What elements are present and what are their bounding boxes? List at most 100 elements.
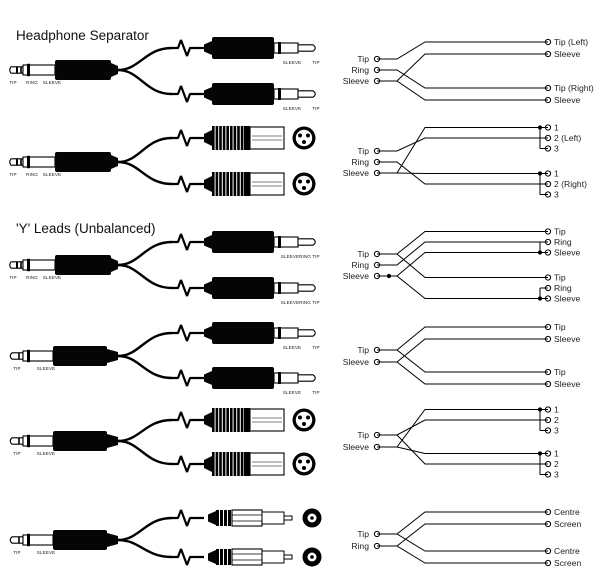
boot-rib (219, 452, 222, 476)
output-pin-label: 3 (554, 426, 559, 436)
jack-sleeve (273, 327, 299, 339)
boot-collar (244, 126, 250, 150)
cable-break (172, 85, 204, 103)
boot-rib (233, 126, 237, 150)
boot-rib (226, 126, 229, 150)
cable-break (172, 411, 204, 429)
output-pin-tag: TIP (312, 106, 319, 111)
wire (377, 338, 520, 363)
output-pin-label: Sleeve (554, 95, 580, 105)
rca-grip (216, 549, 219, 565)
output-pin-label: 1 (554, 123, 559, 133)
jack-body (212, 37, 274, 59)
xlr-pin (298, 459, 302, 464)
rca-grip (228, 549, 231, 565)
boot-rib (222, 408, 226, 432)
source-pin-label: Sleeve (343, 76, 369, 86)
cable-branch-upper (117, 331, 173, 358)
rca-grip (220, 510, 223, 526)
xlr-shell (249, 452, 285, 476)
boot-rib (230, 172, 233, 196)
cable-branch-upper (117, 516, 173, 542)
strain-relief (208, 550, 216, 564)
boot-rib (215, 126, 219, 150)
rca-grip (224, 549, 227, 565)
boot-rib (215, 408, 219, 432)
source-pin-tag: TIP (13, 366, 20, 371)
cable-branch-lower (117, 538, 173, 559)
boot-rib (230, 452, 233, 476)
boot-rib (212, 126, 215, 150)
output-pin-label: Tip (554, 367, 566, 377)
output-pin-tag: TIP (312, 300, 319, 305)
output-pin-label: Screen (554, 519, 581, 529)
output-pin-label: Centre (554, 507, 580, 517)
strain-relief (204, 87, 212, 101)
output-pin-tag: RING (299, 254, 311, 259)
rca-shield (261, 550, 285, 564)
cable-break (172, 324, 204, 342)
output-pin-label: 3 (554, 144, 559, 154)
source-pin-tag: RING (26, 172, 38, 177)
output-pin-tag: SLEEVE (281, 300, 299, 305)
wire (377, 80, 520, 101)
jack-body (212, 367, 274, 389)
strain-relief (111, 155, 118, 169)
output-pin-label: Screen (554, 558, 581, 568)
cable-branch-lower (117, 263, 173, 290)
xlr-pin (298, 179, 302, 184)
output-pin-tag: SLEEVE (283, 106, 301, 111)
cable-branch-lower (117, 439, 173, 466)
cable-break (172, 129, 204, 147)
collar (27, 533, 30, 547)
source-pin-label: Tip (357, 54, 369, 64)
collar (278, 282, 281, 294)
collar (27, 258, 30, 272)
source-pin-tag: SLEEVE (37, 366, 55, 371)
jack-body (53, 346, 107, 366)
output-pin-tag: SLEEVE (283, 390, 301, 395)
source-pin-tag: SLEEVE (43, 80, 61, 85)
source-pin-label: Tip (357, 146, 369, 156)
cable-break (172, 509, 204, 527)
output-pin-label: 2 (554, 415, 559, 425)
wire (377, 161, 520, 185)
rca-grip (228, 510, 231, 526)
source-pin-label: Ring (351, 157, 369, 167)
output-pin-label: Sleeve (554, 379, 580, 389)
xlr-pin (298, 415, 302, 420)
boot-rib (215, 172, 219, 196)
boot-rib (233, 172, 237, 196)
output-pin-label: Sleeve (554, 248, 580, 258)
strain-relief (204, 326, 212, 340)
wire (377, 172, 520, 174)
jack-sleeve (273, 372, 299, 384)
rca-body (231, 509, 263, 527)
xlr-pin (302, 422, 306, 426)
source-pin-label: Ring (351, 65, 369, 75)
rca-grip (216, 510, 219, 526)
boot-rib (240, 172, 244, 196)
cable-break (172, 233, 204, 251)
cable-branch-upper (117, 46, 173, 72)
strain-relief (208, 511, 216, 525)
rca-face-pin (310, 555, 314, 559)
cable-break (172, 175, 204, 193)
collar (278, 236, 281, 248)
source-pin-tag: TIP (13, 451, 20, 456)
wire (377, 231, 520, 255)
collar (278, 88, 281, 100)
collar (27, 63, 30, 77)
output-pin-label: 1 (554, 449, 559, 459)
xlr-shell (249, 126, 285, 150)
boot-rib (233, 408, 237, 432)
output-pin-tag: TIP (312, 345, 319, 350)
boot-rib (230, 126, 233, 150)
output-pin-tag: SLEEVE (283, 345, 301, 350)
rca-pin (283, 554, 293, 560)
